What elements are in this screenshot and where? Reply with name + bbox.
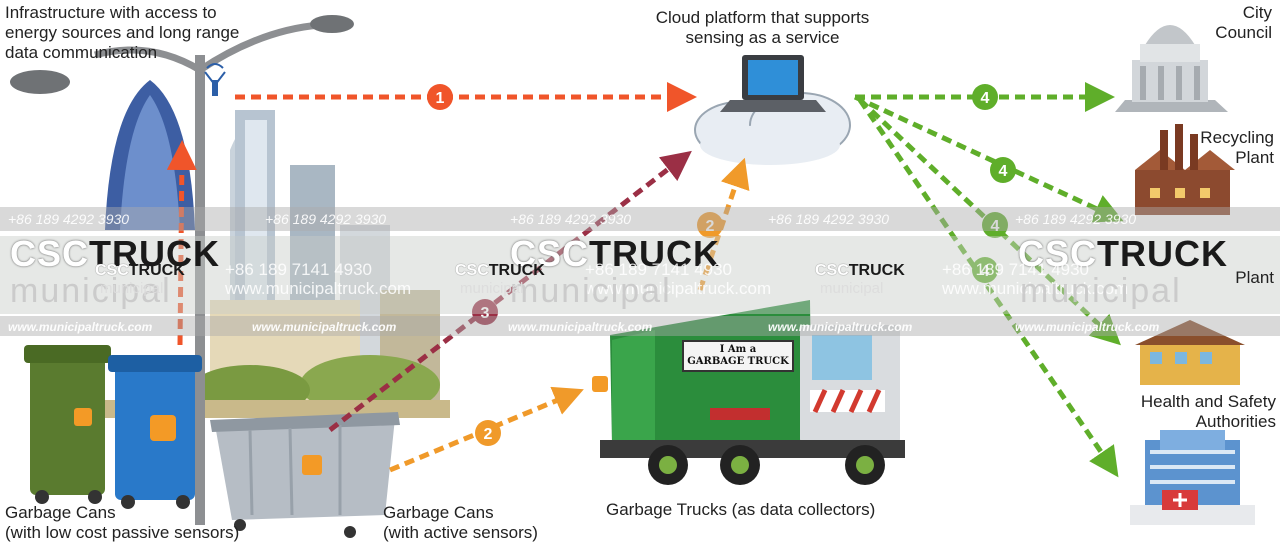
step-badge-2a-text: 2 [484,426,493,443]
garbage-truck-icon [592,300,905,485]
watermark-phone-alt: +86 189 7141 4930 [942,260,1090,279]
arrow-step4-health [857,98,1119,478]
watermark-brand-a: CSC [95,262,129,279]
watermark-municipal: municipal [510,272,672,310]
arrow-step4-recycling [853,94,1124,223]
watermark-brand-small: CSCTRUCK [95,262,185,280]
step-badge-3 [472,299,498,325]
plant-building-icon [1135,320,1245,385]
arrow-step2-truck [697,157,750,291]
watermark-brand-b: TRUCK [848,262,905,279]
watermark-brand-b: TRUCK [488,262,545,279]
step-badges: 1 2 2 3 4 4 4 4 [427,84,1016,446]
step-badge-4a-text: 4 [981,90,990,107]
watermark-brand-b: TRUCK [89,233,220,274]
watermark-brand-b: TRUCK [1097,233,1228,274]
health-safety-label: Health and Safety Authorities [1140,392,1276,431]
watermark-url: www.municipaltruck.com [8,320,153,334]
step-badge-3-text: 3 [481,305,490,322]
arrow-step3 [328,150,692,432]
recycling-plant-icon [1135,124,1235,215]
watermark-phone-alt: +86 189 7141 4930 [585,260,733,279]
watermark-url: www.municipaltruck.com [508,320,653,334]
step-badge-4c-text: 4 [991,218,1000,235]
watermark-municipal-small: municipal [460,280,524,297]
watermark-municipal: municipal [10,272,172,310]
step-badge-4d-text: 4 [981,263,990,280]
step-badge-4c [982,212,1008,238]
city-skyline-illustration [40,80,450,418]
plant-label: Plant [1235,268,1274,287]
step-badge-2a [475,420,501,446]
city-council-icon [1115,25,1228,112]
green-garbage-can-icon [24,345,111,504]
watermark-brand-a: CSC [1018,233,1098,274]
step-badge-4b [990,157,1016,183]
watermark-brand: CSCTRUCK [10,233,220,275]
dumpster-icon [210,412,400,538]
hospital-icon [1130,430,1255,525]
watermark-url: www.municipaltruck.com [1015,320,1160,334]
step-badge-4b-text: 4 [999,163,1008,180]
watermark-url-alt: www.municipaltruck.com [225,279,412,298]
watermark-brand-a: CSC [510,233,590,274]
watermark-url-alt: www.municipaltruck.com [585,279,772,298]
watermark-url: www.municipaltruck.com [252,320,397,334]
cloud-platform-label: Cloud platform that supports sensing as … [655,8,870,47]
street-light-icon [10,15,354,525]
watermark-brand-b: TRUCK [589,233,720,274]
arrow-step4-plant [858,98,1121,346]
watermark-brand-small: CSCTRUCK [455,262,545,280]
watermark-phone: +86 189 4292 3930 [510,211,632,227]
truck-sign: I Am a GARBAGE TRUCK [682,340,794,372]
watermark-url-alt: www.municipaltruck.com [942,279,1129,298]
blue-garbage-can-icon [108,355,202,509]
step-badge-4a [972,84,998,110]
step-badge-2b-text: 2 [706,218,715,235]
watermark-municipal-small: municipal [100,280,164,297]
watermark-brand-b: TRUCK [128,262,185,279]
infrastructure-label: Infrastructure with access to energy sou… [5,3,240,62]
watermark-phone: +86 189 4292 3930 [1015,211,1137,227]
step-badge-1 [427,84,453,110]
step-badge-1-text: 1 [436,90,445,107]
watermark-phone: +86 189 4292 3930 [265,211,387,227]
watermark-brand-a: CSC [10,233,90,274]
city-council-label: City Council [1215,3,1272,42]
active-cans-label: Garbage Cans (with active sensors) [383,503,538,542]
garbage-trucks-label: Garbage Trucks (as data collectors) [606,500,876,519]
watermark-brand-a: CSC [455,262,489,279]
watermark-phone: +86 189 4292 3930 [8,211,130,227]
watermark-bands [0,207,1280,336]
step-badge-4d [972,257,998,283]
watermark-brand-a: CSC [815,262,849,279]
watermark-brand-small: CSCTRUCK [815,262,905,280]
watermark-url: www.municipaltruck.com [768,320,913,334]
cloud-platform-icon [694,55,851,165]
watermark-municipal: municipal [1020,272,1182,310]
watermark-brand: CSCTRUCK [510,233,720,275]
recycling-plant-label: Recycling Plant [1200,128,1274,167]
watermark-municipal-small: municipal [820,280,884,297]
watermark-brand: CSCTRUCK [1018,233,1228,275]
watermark-phone-alt: +86 189 7141 4930 [225,260,373,279]
passive-cans-label: Garbage Cans (with low cost passive sens… [5,503,240,542]
watermark-phone: +86 189 4292 3930 [768,211,890,227]
step-badge-2b [697,212,723,238]
